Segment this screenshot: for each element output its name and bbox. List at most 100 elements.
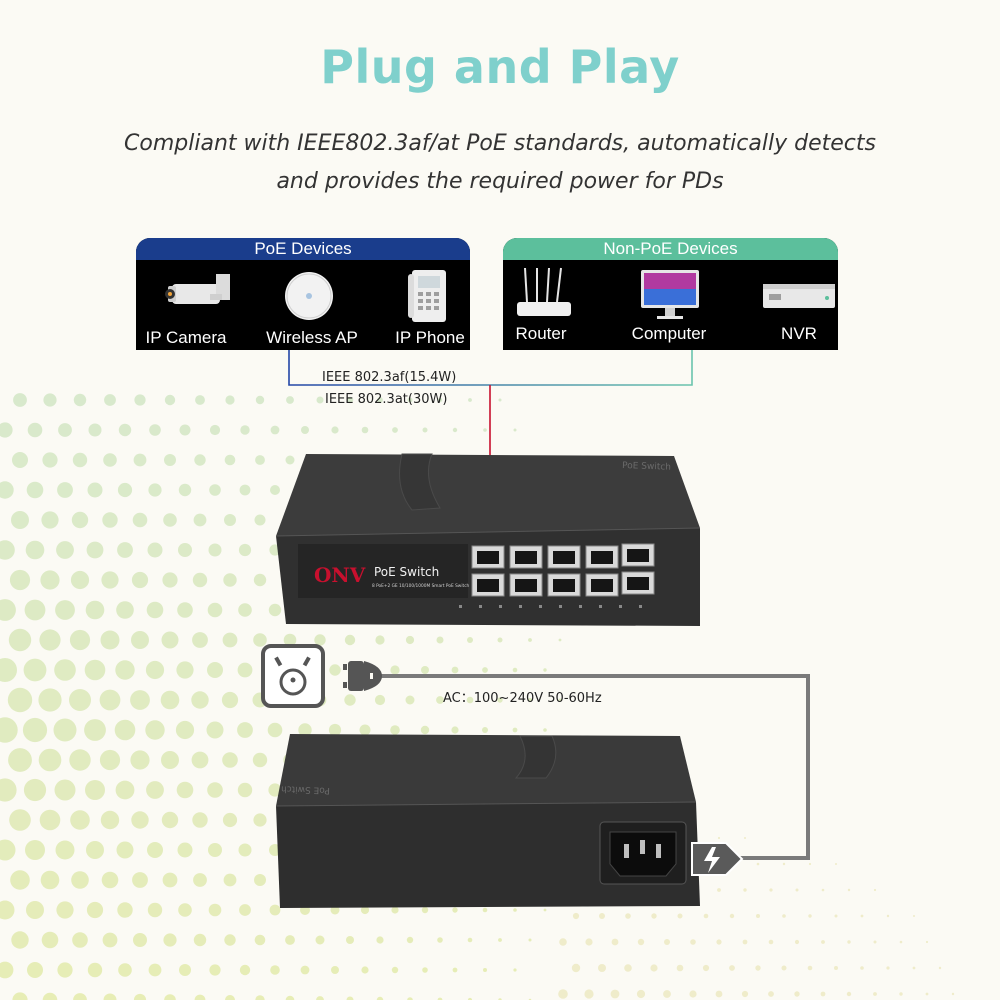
decorative-dot xyxy=(191,691,209,709)
non-poe-devices-panel: Non-PoE Devices Router Computer NVR xyxy=(503,238,838,350)
decorative-dot xyxy=(237,782,253,798)
decorative-dot xyxy=(208,903,222,917)
decorative-dot xyxy=(0,961,14,979)
decorative-dot xyxy=(102,512,118,528)
poe-ethernet-port xyxy=(509,545,543,569)
decorative-dot xyxy=(899,992,903,996)
decorative-dot xyxy=(25,540,45,560)
decorative-dot xyxy=(650,964,658,972)
decorative-dot xyxy=(38,748,62,772)
poe-ethernet-port xyxy=(509,573,543,597)
decorative-dot xyxy=(147,842,163,858)
power-outlet-icon xyxy=(261,644,325,708)
decorative-dot xyxy=(742,939,748,945)
decorative-dot xyxy=(164,994,176,1000)
decorative-dot xyxy=(255,455,265,465)
decorative-dot xyxy=(847,888,851,892)
uplink-ethernet-port xyxy=(621,543,655,567)
decorative-dot xyxy=(375,635,385,645)
decorative-dot xyxy=(873,888,877,892)
decorative-dot xyxy=(207,602,223,618)
decorative-dot xyxy=(7,687,33,713)
decorative-dot xyxy=(132,512,148,528)
decorative-dot xyxy=(222,632,238,648)
decorative-dot xyxy=(193,933,207,947)
port-led xyxy=(459,605,462,608)
decorative-dot xyxy=(482,907,488,913)
decorative-dot xyxy=(195,395,205,405)
decorative-dot xyxy=(886,966,890,970)
decorative-dot xyxy=(117,542,133,558)
decorative-dot xyxy=(513,968,517,972)
decorative-dot xyxy=(782,862,786,866)
decorative-dot xyxy=(116,601,134,619)
decorative-dot xyxy=(951,992,955,996)
decorative-dot xyxy=(253,813,267,827)
decorative-dot xyxy=(23,658,47,682)
decorative-dot xyxy=(899,940,903,944)
decorative-dot xyxy=(663,990,671,998)
decorative-dot xyxy=(543,668,547,672)
decorative-dot xyxy=(452,907,458,913)
decorative-dot xyxy=(467,997,473,1000)
ip-phone-icon xyxy=(408,270,446,322)
decorative-dot xyxy=(405,695,415,705)
subtitle-line-1: Compliant with IEEE802.3af/at PoE standa… xyxy=(124,131,876,156)
decorative-dot xyxy=(72,932,88,948)
decorative-dot xyxy=(176,781,194,799)
port-led xyxy=(559,605,562,608)
decorative-dot xyxy=(178,483,192,497)
decorative-dot xyxy=(87,962,103,978)
decorative-dot xyxy=(359,724,371,736)
decorative-dot xyxy=(222,812,238,828)
decorative-dot xyxy=(177,842,193,858)
decorative-dot xyxy=(130,750,150,770)
decorative-dot xyxy=(406,936,414,944)
decorative-dot xyxy=(808,862,812,866)
decorative-dot xyxy=(873,992,877,996)
switch-spec: 8 PoE+2 GE 10/100/1000M Smart PoE Switch xyxy=(372,583,470,589)
decorative-dot xyxy=(286,396,294,404)
decorative-dot xyxy=(716,939,722,945)
decorative-dot xyxy=(115,660,135,680)
poe-devices-panel: PoE Devices IP Camera Wireless AP xyxy=(136,238,470,350)
decorative-dot xyxy=(221,691,239,709)
decorative-dot xyxy=(163,933,177,947)
decorative-dot xyxy=(254,874,266,886)
decorative-dot xyxy=(225,995,235,1000)
decorative-dot xyxy=(162,572,178,588)
non-poe-device-label: Computer xyxy=(631,324,707,343)
decorative-dot xyxy=(41,511,59,529)
poe-ethernet-port xyxy=(585,573,619,597)
decorative-dot xyxy=(99,689,121,711)
decorative-dot xyxy=(611,938,619,946)
page-subtitle: Compliant with IEEE802.3af/at PoE standa… xyxy=(90,125,910,201)
decorative-dot xyxy=(585,938,593,946)
decorative-dot xyxy=(300,965,310,975)
decorative-dot xyxy=(315,935,325,945)
decorative-dot xyxy=(161,811,179,829)
decorative-dot xyxy=(528,938,532,942)
decorative-dot xyxy=(177,602,193,618)
decorative-dot xyxy=(782,914,786,918)
decorative-dot xyxy=(54,779,76,801)
decorative-dot xyxy=(0,900,15,920)
decorative-dot xyxy=(331,426,339,434)
decorative-dot xyxy=(176,661,194,679)
decorative-dot xyxy=(118,423,132,437)
decorative-dot xyxy=(69,749,91,771)
decorative-dot xyxy=(584,989,594,999)
decorative-dot xyxy=(104,394,116,406)
decorative-dot xyxy=(239,904,251,916)
decorative-dot xyxy=(55,600,75,620)
decorative-dot xyxy=(0,839,16,861)
decorative-dot xyxy=(39,629,61,651)
decorative-dot xyxy=(224,514,236,526)
decorative-dot xyxy=(407,997,413,1000)
decorative-dot xyxy=(482,667,488,673)
decorative-dot xyxy=(254,934,266,946)
decorative-dot xyxy=(498,938,502,942)
decorative-dot xyxy=(437,937,443,943)
decorative-dot xyxy=(23,778,47,802)
decorative-dot xyxy=(860,966,864,970)
